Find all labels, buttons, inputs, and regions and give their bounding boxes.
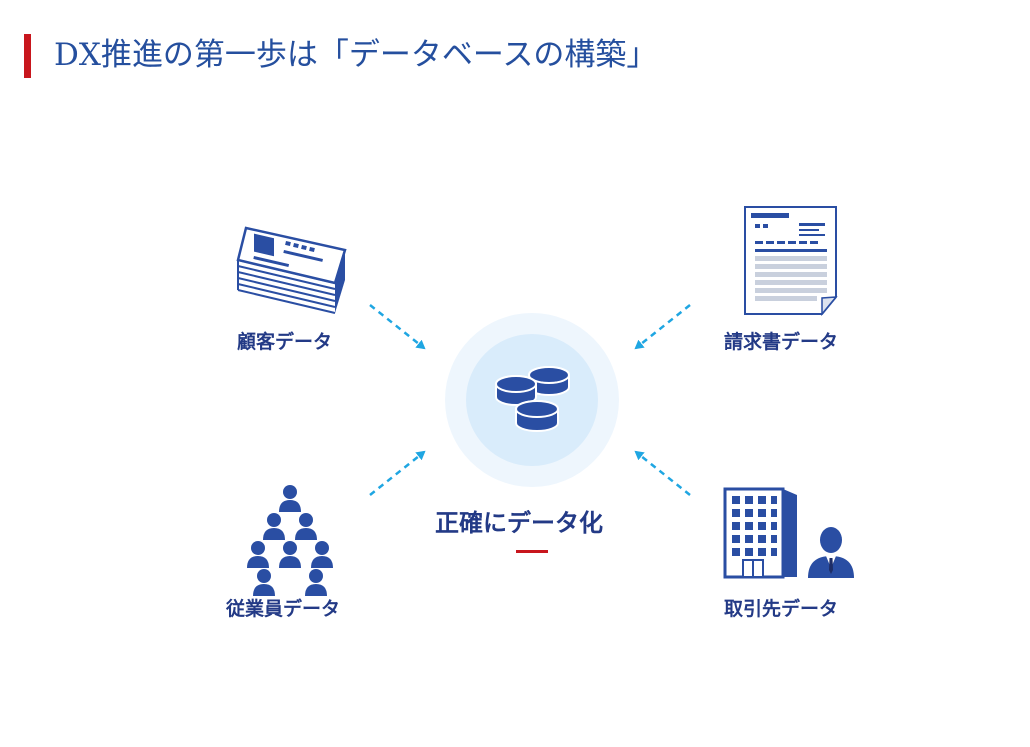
- employee-data-label: 従業員データ: [226, 598, 341, 620]
- page-title: DX推進の第一歩は「データベースの構築」: [54, 37, 658, 73]
- invoice-data-label: 請求書データ: [724, 331, 839, 353]
- invoice-document-icon: [744, 206, 838, 317]
- arrow-from-invoice: [634, 304, 691, 350]
- database-icon: [495, 366, 570, 432]
- center-label: 正確にデータ化: [435, 509, 603, 537]
- office-building-person-icon: [723, 487, 854, 579]
- business-cards-icon: [236, 226, 347, 314]
- arrow-from-customer: [369, 304, 426, 350]
- title-accent-bar: [24, 34, 31, 78]
- partner-data-label: 取引先データ: [724, 598, 839, 620]
- arrow-from-employee: [369, 450, 426, 496]
- arrow-from-partner: [634, 450, 691, 496]
- employees-pyramid-icon: [247, 485, 333, 596]
- customer-data-label: 顧客データ: [237, 331, 333, 353]
- center-underline: [516, 550, 548, 553]
